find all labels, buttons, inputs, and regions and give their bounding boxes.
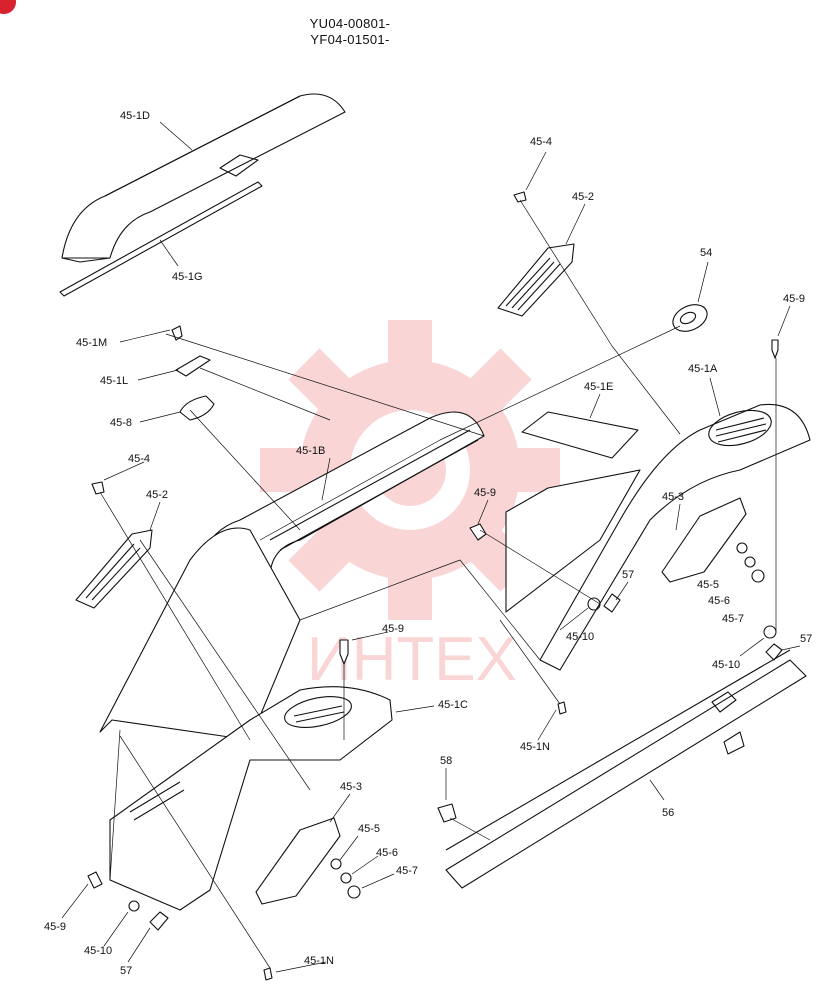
part-45-1C-lower-fender xyxy=(109,686,393,911)
callout-45-3-right: 45-3 xyxy=(662,491,684,503)
part-54-grommet xyxy=(672,304,708,332)
callout-45-7-right: 45-7 xyxy=(722,613,744,625)
callout-54: 54 xyxy=(700,247,712,259)
callout-45-4-top: 45-4 xyxy=(530,136,552,148)
callout-45-1E: 45-1E xyxy=(584,381,613,393)
part-45-9-rivet-right xyxy=(771,339,779,359)
part-45-9-rivet-center xyxy=(339,639,349,665)
callout-45-6-right: 45-6 xyxy=(708,595,730,607)
callout-45-2-left: 45-2 xyxy=(146,489,168,501)
model-serial-header: YU04-00801- YF04-01501- xyxy=(250,16,450,48)
callout-45-1A: 45-1A xyxy=(688,363,718,375)
part-45-1L-bracket xyxy=(175,355,211,377)
part-center-box xyxy=(505,469,641,613)
model-serial-line-1: YU04-00801- xyxy=(309,16,391,31)
part-45-1D-upper-cover xyxy=(61,93,346,263)
callout-45-10-mid: 45-10 xyxy=(566,631,594,643)
part-hardware-bottom xyxy=(87,481,567,981)
callout-45-4-left: 45-4 xyxy=(128,453,150,465)
callout-45-1N-bottom: 45-1N xyxy=(304,955,334,967)
model-serial-line-2: YF04-01501- xyxy=(310,32,390,47)
callout-45-1G: 45-1G xyxy=(172,271,203,283)
callout-45-8: 45-8 xyxy=(110,417,132,429)
callout-57-right: 57 xyxy=(800,633,812,645)
part-45-2-grille-left xyxy=(75,529,153,609)
part-45-1A-right-fender xyxy=(539,403,811,671)
callout-45-10-bottom: 45-10 xyxy=(84,945,112,957)
callout-45-5-bottom: 45-5 xyxy=(358,823,380,835)
callout-45-9-center: 45-9 xyxy=(382,623,404,635)
part-45-8-seal xyxy=(179,395,215,421)
callout-45-6-bottom: 45-6 xyxy=(376,847,398,859)
callout-45-1C: 45-1C xyxy=(438,699,468,711)
callout-45-1B: 45-1B xyxy=(296,445,325,457)
part-58-bolt xyxy=(437,803,457,823)
part-45-2-grille-top xyxy=(497,243,575,317)
assembly-leader-lines xyxy=(99,199,777,969)
callout-45-10-right: 45-10 xyxy=(712,659,740,671)
callout-45-9-mid: 45-9 xyxy=(474,487,496,499)
callout-leader-ticks xyxy=(61,121,801,973)
part-left-side-panel xyxy=(99,527,301,741)
callout-45-5-right: 45-5 xyxy=(697,579,719,591)
callout-45-9-right: 45-9 xyxy=(783,293,805,305)
callout-45-1D: 45-1D xyxy=(120,110,150,122)
part-45-1E-lid xyxy=(521,411,639,459)
callout-45-1L: 45-1L xyxy=(100,375,128,387)
callout-57-bottom: 57 xyxy=(120,965,132,977)
part-45-1G-rod xyxy=(59,181,263,297)
callout-56: 56 xyxy=(662,807,674,819)
callout-45-9-bottom: 45-9 xyxy=(44,921,66,933)
callout-45-1N-mid: 45-1N xyxy=(520,741,550,753)
part-45-3-duct-bottom xyxy=(255,817,341,905)
callout-58: 58 xyxy=(440,755,452,767)
callout-labels: 45-1D 45-1G 45-4 45-2 54 45-9 45-1M 45-1… xyxy=(44,110,812,977)
part-56-rail xyxy=(445,649,807,889)
callout-45-3-bottom: 45-3 xyxy=(340,781,362,793)
callout-45-2-top: 45-2 xyxy=(572,191,594,203)
part-45-4-screw-top xyxy=(513,191,527,203)
watermark-text: ИНТЕХ xyxy=(307,625,517,694)
part-45-1M-clip xyxy=(171,325,183,341)
brand-corner-mark xyxy=(0,0,16,14)
callout-45-7-bottom: 45-7 xyxy=(396,865,418,877)
callout-45-1M: 45-1M xyxy=(76,337,107,349)
part-45-3-duct-right xyxy=(661,497,747,583)
callout-57-mid: 57 xyxy=(622,569,634,581)
